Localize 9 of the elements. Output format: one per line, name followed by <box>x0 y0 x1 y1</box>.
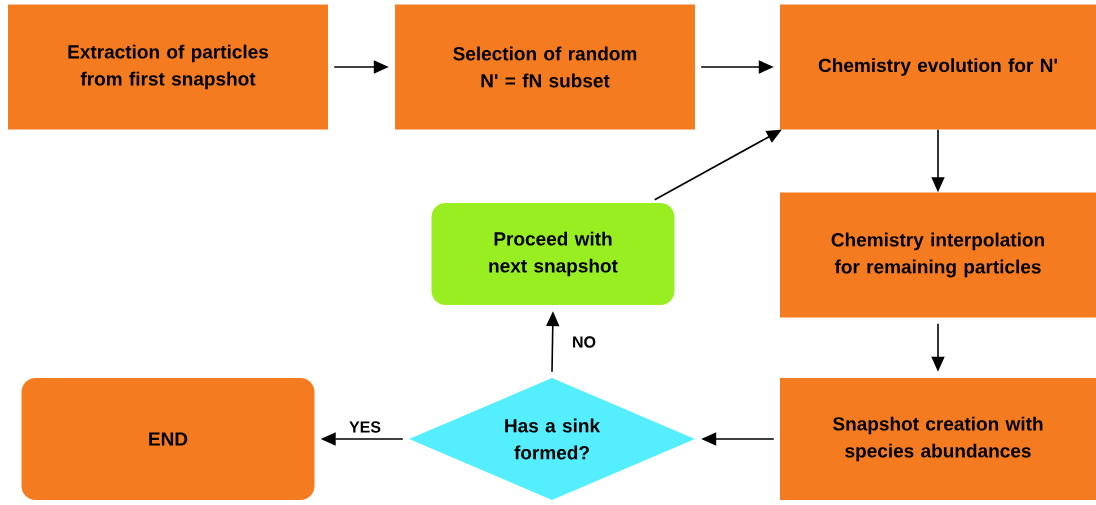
process-box: Chemistry evolution for N' <box>780 4 1096 130</box>
process-box: Selection of random N' = fN subset <box>395 4 695 130</box>
process-box: Proceed with next snapshot <box>431 203 675 305</box>
process-box: Snapshot creation with species abundances <box>780 378 1096 500</box>
edge-label: NO <box>571 335 597 349</box>
process-box: Extraction of particles from first snapshot <box>8 4 328 130</box>
end-box: END <box>21 378 315 500</box>
process-box: Chemistry interpolation for remaining particles <box>780 192 1096 318</box>
edge-label: YES <box>348 420 382 434</box>
